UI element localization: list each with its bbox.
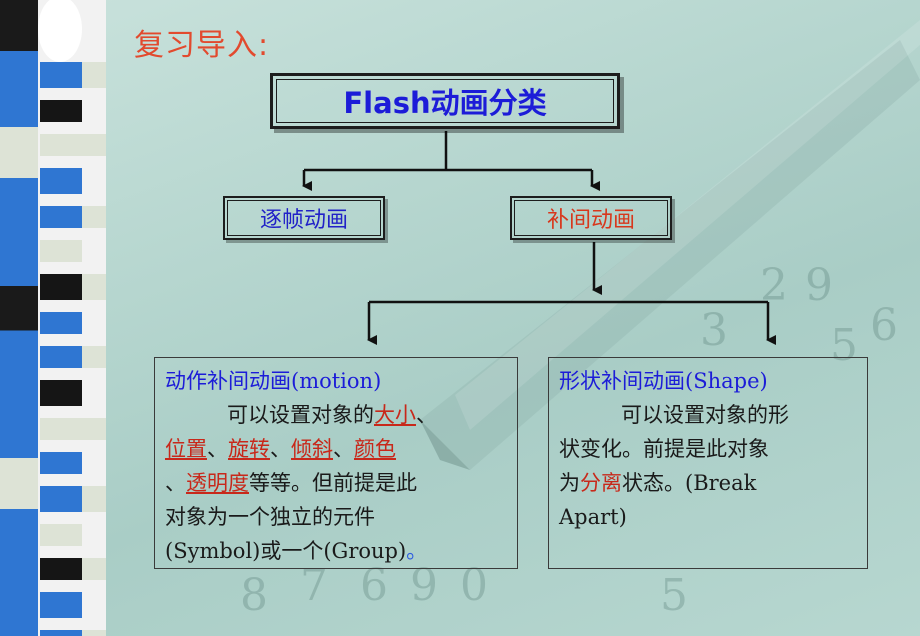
strip-block: [40, 524, 82, 546]
separator: 、: [416, 403, 437, 427]
strip-side-block: [82, 558, 106, 580]
keyword-separate: 分离: [580, 471, 622, 495]
strip-block: [40, 452, 82, 474]
strip-side-block: [82, 524, 106, 546]
node-tween-animation: 补间动画: [510, 196, 672, 240]
bg-digit: 9: [805, 260, 833, 311]
motion-text: 等等。但前提是此: [249, 471, 417, 495]
motion-text: 可以设置对象的: [227, 403, 374, 427]
strip-side-block: [82, 134, 106, 156]
strip-side-block: [82, 380, 106, 406]
keyword-color: 颜色: [354, 437, 396, 461]
strip-white-oval: [38, 0, 82, 62]
shape-line-3: 为分离状态。(Break: [559, 466, 859, 500]
keyword-position: 位置: [165, 437, 207, 461]
strip-block: [40, 240, 82, 262]
strip-side-block: [82, 312, 106, 334]
shape-text: 状态。(Break: [622, 471, 757, 495]
shape-tween-box: 形状补间动画(Shape) 可以设置对象的形 状变化。前提是此对象 为分离状态。…: [548, 357, 868, 569]
strip-top-block: [0, 0, 38, 636]
motion-line-1: 可以设置对象的大小、: [165, 398, 509, 432]
strip-block: [40, 206, 82, 228]
strip-side-block: [82, 168, 106, 194]
strip-block: [40, 62, 82, 88]
strip-block: [40, 558, 82, 580]
slide-title: 复习导入:: [134, 28, 270, 63]
separator: 、: [270, 437, 291, 461]
strip-block: [40, 592, 82, 618]
strip-side-block: [82, 100, 106, 122]
strip-side-block: [82, 592, 106, 618]
strip-block: [40, 168, 82, 194]
strip-side-block: [82, 346, 106, 368]
decorative-left-strip: [0, 0, 106, 636]
strip-side-block: [82, 240, 106, 262]
strip-block: [40, 100, 82, 122]
bg-digit: 3: [700, 305, 728, 356]
strip-side-block: [82, 274, 106, 300]
strip-side-block: [82, 206, 106, 228]
strip-side-block: [82, 452, 106, 474]
bg-digit: 6: [870, 300, 898, 351]
shape-line-4: Apart): [559, 505, 627, 529]
strip-block: [40, 630, 82, 636]
shape-text: 可以设置对象的形: [621, 403, 789, 427]
strip-block: [40, 380, 82, 406]
bg-digit: 5: [660, 570, 688, 621]
strip-block: [40, 312, 82, 334]
period: 。: [406, 539, 428, 563]
strip-block: [40, 134, 82, 156]
strip-side-block: [82, 418, 106, 440]
shape-line-1: 可以设置对象的形: [559, 398, 859, 432]
shape-line-2: 状变化。前提是此对象: [559, 437, 769, 461]
strip-block: [40, 486, 82, 512]
motion-line-2: 位置、旋转、倾斜、颜色: [165, 432, 509, 466]
bg-digit: 5: [830, 320, 858, 371]
keyword-tilt: 倾斜: [291, 437, 333, 461]
shape-heading: 形状补间动画(Shape): [559, 369, 768, 393]
strip-side-block: [82, 486, 106, 512]
separator: 、: [333, 437, 354, 461]
motion-line-5: (Symbol)或一个(Group)。: [165, 534, 509, 568]
motion-text: (Symbol)或一个(Group): [165, 539, 407, 563]
motion-tween-box: 动作补间动画(motion) 可以设置对象的大小、 位置、旋转、倾斜、颜色 、透…: [154, 357, 518, 569]
bg-digit: 8: [240, 570, 268, 621]
separator: 、: [207, 437, 228, 461]
strip-side-block: [82, 62, 106, 88]
motion-heading: 动作补间动画(motion): [165, 369, 382, 393]
strip-block: [40, 418, 82, 440]
keyword-transparency: 透明度: [186, 471, 249, 495]
strip-block: [40, 274, 82, 300]
motion-line-4: 对象为一个独立的元件: [165, 505, 375, 529]
strip-side-block: [82, 630, 106, 636]
strip-block: [40, 346, 82, 368]
keyword-size: 大小: [374, 403, 416, 427]
motion-line-3: 、透明度等等。但前提是此: [165, 466, 509, 500]
node-frame-by-frame: 逐帧动画: [223, 196, 385, 240]
separator: 、: [165, 471, 186, 495]
keyword-rotate: 旋转: [228, 437, 270, 461]
root-node-flash-animation-types: Flash动画分类: [270, 73, 620, 129]
shape-text: 为: [559, 471, 580, 495]
